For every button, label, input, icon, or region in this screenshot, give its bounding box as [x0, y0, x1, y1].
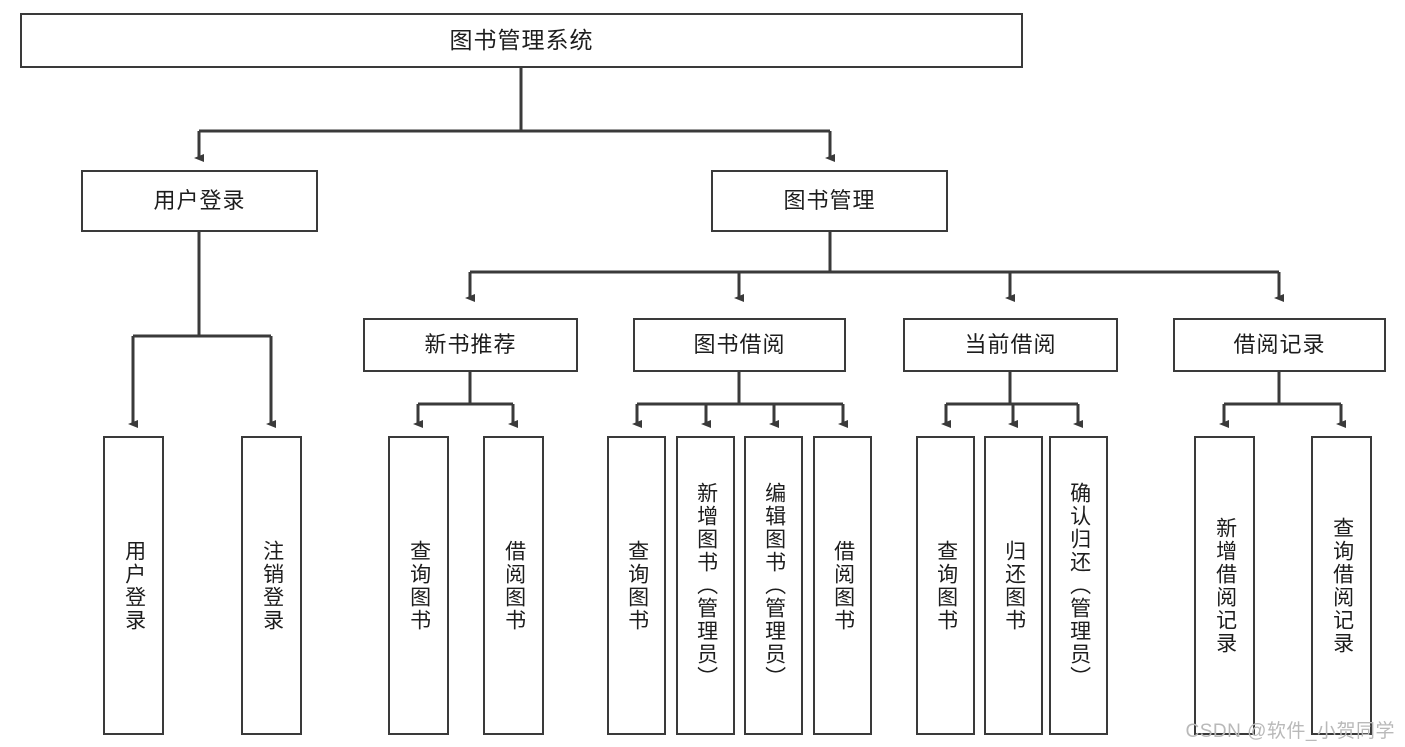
leaf-query-book-recommend[interactable]: 查询图书 — [388, 436, 449, 735]
node-label: 编辑图书（管理员） — [762, 482, 786, 689]
node-label: 用户登录 — [122, 539, 146, 632]
node-label: 图书管理系统 — [449, 26, 594, 53]
node-borrow-record[interactable]: 借阅记录 — [1173, 318, 1386, 372]
leaf-edit-book-admin[interactable]: 编辑图书（管理员） — [744, 436, 803, 735]
leaf-add-borrow-record[interactable]: 新增借阅记录 — [1194, 436, 1255, 735]
node-label: 图书借阅 — [693, 331, 786, 357]
leaf-return-book[interactable]: 归还图书 — [984, 436, 1043, 735]
node-current-borrow[interactable]: 当前借阅 — [903, 318, 1118, 372]
leaf-borrow-book-recommend[interactable]: 借阅图书 — [483, 436, 544, 735]
node-label: 确认归还（管理员） — [1067, 482, 1091, 689]
leaf-logout[interactable]: 注销登录 — [241, 436, 302, 735]
node-label: 归还图书 — [1002, 539, 1026, 632]
node-label: 借阅记录 — [1233, 331, 1326, 357]
node-label: 图书管理 — [783, 187, 876, 213]
leaf-confirm-return-admin[interactable]: 确认归还（管理员） — [1049, 436, 1108, 735]
csdn-watermark: CSDN @软件_小贺同学 — [1185, 721, 1395, 742]
node-label: 查询图书 — [934, 539, 958, 632]
node-label: 新增借阅记录 — [1213, 516, 1237, 655]
node-user-login[interactable]: 用户登录 — [81, 170, 318, 232]
leaf-add-book-admin[interactable]: 新增图书（管理员） — [676, 436, 735, 735]
node-label: 用户登录 — [153, 187, 246, 213]
leaf-user-login[interactable]: 用户登录 — [103, 436, 164, 735]
node-label: 查询图书 — [407, 539, 431, 632]
node-book-management[interactable]: 图书管理 — [711, 170, 948, 232]
node-label: 新增图书（管理员） — [694, 482, 718, 689]
node-label: 借阅图书 — [831, 539, 855, 632]
node-label: 查询图书 — [625, 539, 649, 632]
node-book-borrow[interactable]: 图书借阅 — [633, 318, 846, 372]
node-root-system[interactable]: 图书管理系统 — [20, 13, 1023, 68]
node-new-book-recommend[interactable]: 新书推荐 — [363, 318, 578, 372]
node-label: 借阅图书 — [502, 539, 526, 632]
leaf-borrow-book[interactable]: 借阅图书 — [813, 436, 872, 735]
node-label: 新书推荐 — [424, 331, 517, 357]
leaf-query-book-borrow[interactable]: 查询图书 — [607, 436, 666, 735]
node-label: 注销登录 — [260, 539, 284, 632]
leaf-query-borrow-record[interactable]: 查询借阅记录 — [1311, 436, 1372, 735]
node-label: 当前借阅 — [964, 331, 1057, 357]
leaf-query-book-current[interactable]: 查询图书 — [916, 436, 975, 735]
node-label: 查询借阅记录 — [1330, 516, 1354, 655]
